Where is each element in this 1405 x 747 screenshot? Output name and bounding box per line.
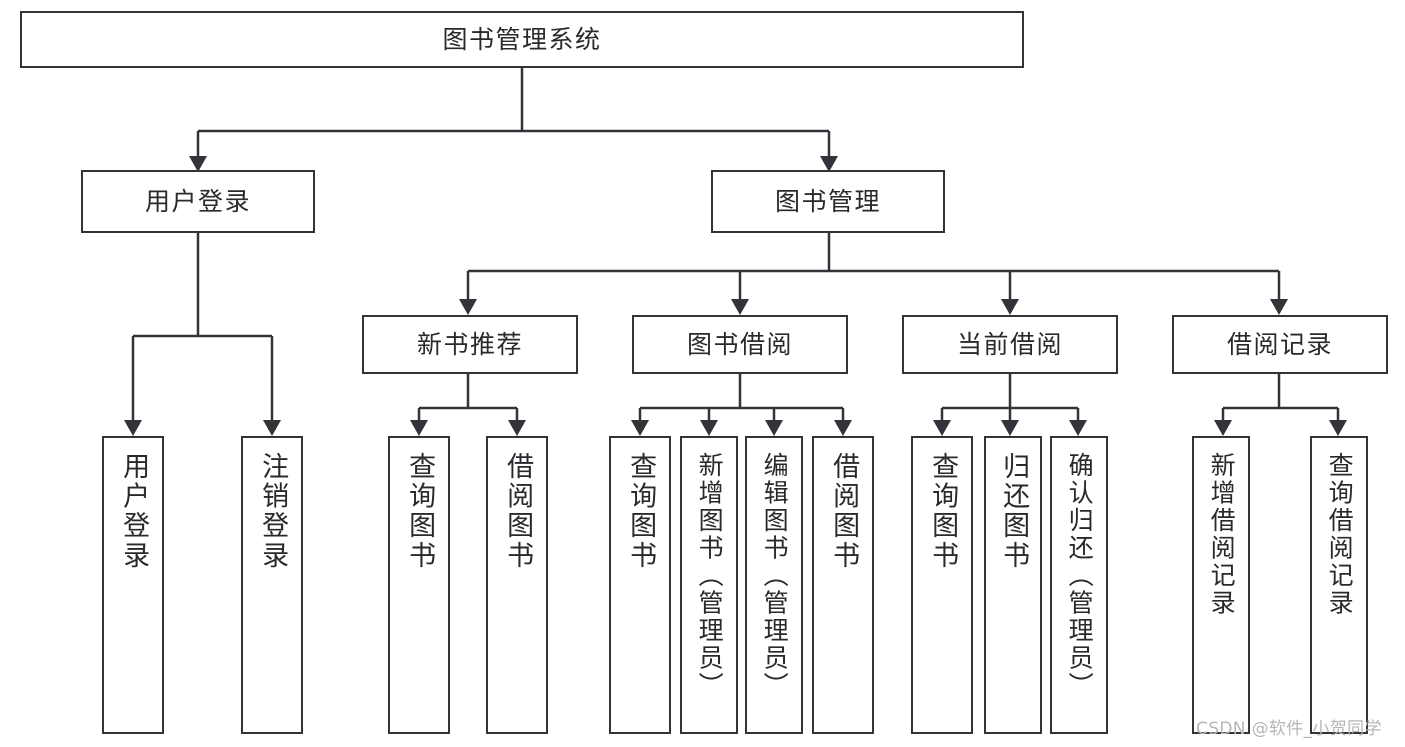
leaf-current-borrow-return[interactable]: 归还图书 — [984, 436, 1042, 734]
leaf-book-borrow-query[interactable]: 查询图书 — [609, 436, 671, 734]
leaf-current-borrow-confirm[interactable]: 确认归还（管理员） — [1050, 436, 1108, 734]
leaf-book-borrow-add[interactable]: 新增图书（管理员） — [680, 436, 738, 734]
node-label: 查询图书 — [404, 452, 436, 571]
arrow-new-book-leaf1 — [410, 420, 428, 436]
leaf-book-borrow-edit[interactable]: 编辑图书（管理员） — [745, 436, 803, 734]
leaf-borrow-record-query[interactable]: 查询借阅记录 — [1310, 436, 1368, 734]
node-label: 查询图书 — [625, 452, 657, 571]
node-root-book-management-system[interactable]: 图书管理系统 — [20, 11, 1024, 68]
node-user-login[interactable]: 用户登录 — [81, 170, 315, 233]
arrow-to-book-borrow — [731, 299, 749, 315]
arrow-to-borrow-record — [1270, 299, 1288, 315]
node-label: 查询图书 — [927, 452, 959, 571]
arrow-new-book-leaf2 — [508, 420, 526, 436]
node-label: 借阅记录 — [1226, 329, 1333, 359]
node-label: 注销登录 — [257, 452, 289, 571]
node-label: 归还图书 — [998, 452, 1030, 571]
arrow-user-login-leaf1 — [124, 420, 142, 436]
node-label: 图书管理 — [774, 186, 881, 216]
leaf-new-book-borrow[interactable]: 借阅图书 — [486, 436, 548, 734]
leaf-current-borrow-query[interactable]: 查询图书 — [911, 436, 973, 734]
node-label: 当前借阅 — [956, 329, 1063, 359]
node-borrow-record[interactable]: 借阅记录 — [1172, 315, 1388, 374]
arrow-book-borrow-leaf1 — [631, 420, 649, 436]
node-label: 借阅图书 — [828, 452, 860, 571]
node-label: 图书管理系统 — [442, 24, 602, 54]
node-label: 新增图书（管理员） — [695, 452, 725, 700]
arrow-to-new-book — [459, 299, 477, 315]
node-current-borrow[interactable]: 当前借阅 — [902, 315, 1118, 374]
node-label: 新书推荐 — [416, 329, 523, 359]
node-label: 确认归还（管理员） — [1065, 452, 1095, 700]
node-book-borrow[interactable]: 图书借阅 — [632, 315, 848, 374]
node-new-book-recommend[interactable]: 新书推荐 — [362, 315, 578, 374]
node-book-management[interactable]: 图书管理 — [711, 170, 945, 233]
arrow-book-borrow-leaf2 — [700, 420, 718, 436]
arrow-to-current-borrow — [1001, 299, 1019, 315]
node-label: 新增借阅记录 — [1207, 452, 1237, 617]
node-label: 借阅图书 — [502, 452, 534, 571]
node-label: 查询借阅记录 — [1325, 452, 1355, 617]
arrow-borrow-record-leaf2 — [1329, 420, 1347, 436]
arrow-user-login-leaf2 — [263, 420, 281, 436]
node-label: 编辑图书（管理员） — [760, 452, 790, 700]
arrow-book-borrow-leaf4 — [834, 420, 852, 436]
node-label: 用户登录 — [144, 186, 251, 216]
node-label: 用户登录 — [118, 452, 150, 571]
arrow-book-borrow-leaf3 — [765, 420, 783, 436]
leaf-book-borrow-borrow[interactable]: 借阅图书 — [812, 436, 874, 734]
arrow-current-borrow-leaf1 — [933, 420, 951, 436]
arrow-borrow-record-leaf1 — [1214, 420, 1232, 436]
leaf-new-book-query[interactable]: 查询图书 — [388, 436, 450, 734]
node-label: 图书借阅 — [686, 329, 793, 359]
arrow-current-borrow-leaf3 — [1069, 420, 1087, 436]
arrow-current-borrow-leaf2 — [1001, 420, 1019, 436]
leaf-borrow-record-add[interactable]: 新增借阅记录 — [1192, 436, 1250, 734]
leaf-user-login-signout[interactable]: 注销登录 — [241, 436, 303, 734]
leaf-user-login-signin[interactable]: 用户登录 — [102, 436, 164, 734]
